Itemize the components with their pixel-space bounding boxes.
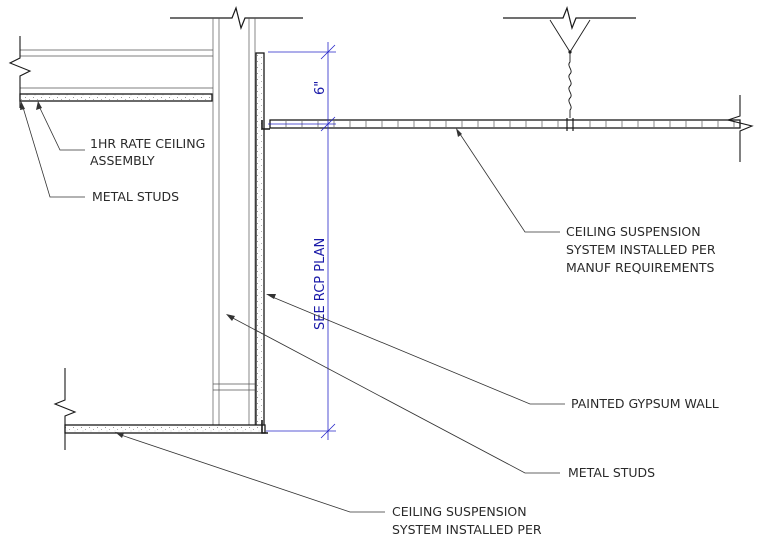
note-metal-studs-upper: METAL STUDS (92, 189, 179, 204)
leader-ceiling-assembly (36, 101, 85, 151)
note-ceiling-assembly: 1HR RATE CEILING ASSEMBLY (90, 136, 209, 168)
dimension-label-offset: 6" (313, 81, 328, 95)
leader-ceiling-suspension-lower (115, 432, 385, 513)
hanger-wire (549, 19, 591, 118)
suspended-ceiling-upper (269, 95, 754, 162)
note-ceiling-suspension-upper: CEILING SUSPENSION SYSTEM INSTALLED PER … (566, 224, 720, 275)
leader-metal-studs-lower (226, 314, 560, 474)
top-break-line-right (503, 6, 636, 30)
painted-gypsum-wall-board (255, 52, 265, 432)
top-break-line-left (170, 6, 303, 30)
note-painted-gypsum-wall: PAINTED GYPSUM WALL (571, 396, 719, 411)
note-metal-studs-lower: METAL STUDS (568, 465, 655, 480)
upper-left-framing (8, 36, 213, 108)
suspended-ceiling-lower (53, 368, 268, 450)
metal-stud-wall (212, 18, 256, 430)
note-ceiling-suspension-lower: CEILING SUSPENSION SYSTEM INSTALLED PER (392, 504, 542, 537)
dimension-label-height: SEE RCP PLAN (313, 238, 328, 330)
leader-ceiling-suspension-upper (456, 128, 560, 233)
vertical-dimension-line (266, 42, 336, 440)
rated-ceiling-assembly-panel (19, 93, 213, 102)
wall-angle-trim (261, 120, 270, 130)
leader-painted-gypsum-wall (266, 294, 565, 405)
leader-metal-studs-upper (20, 101, 85, 198)
